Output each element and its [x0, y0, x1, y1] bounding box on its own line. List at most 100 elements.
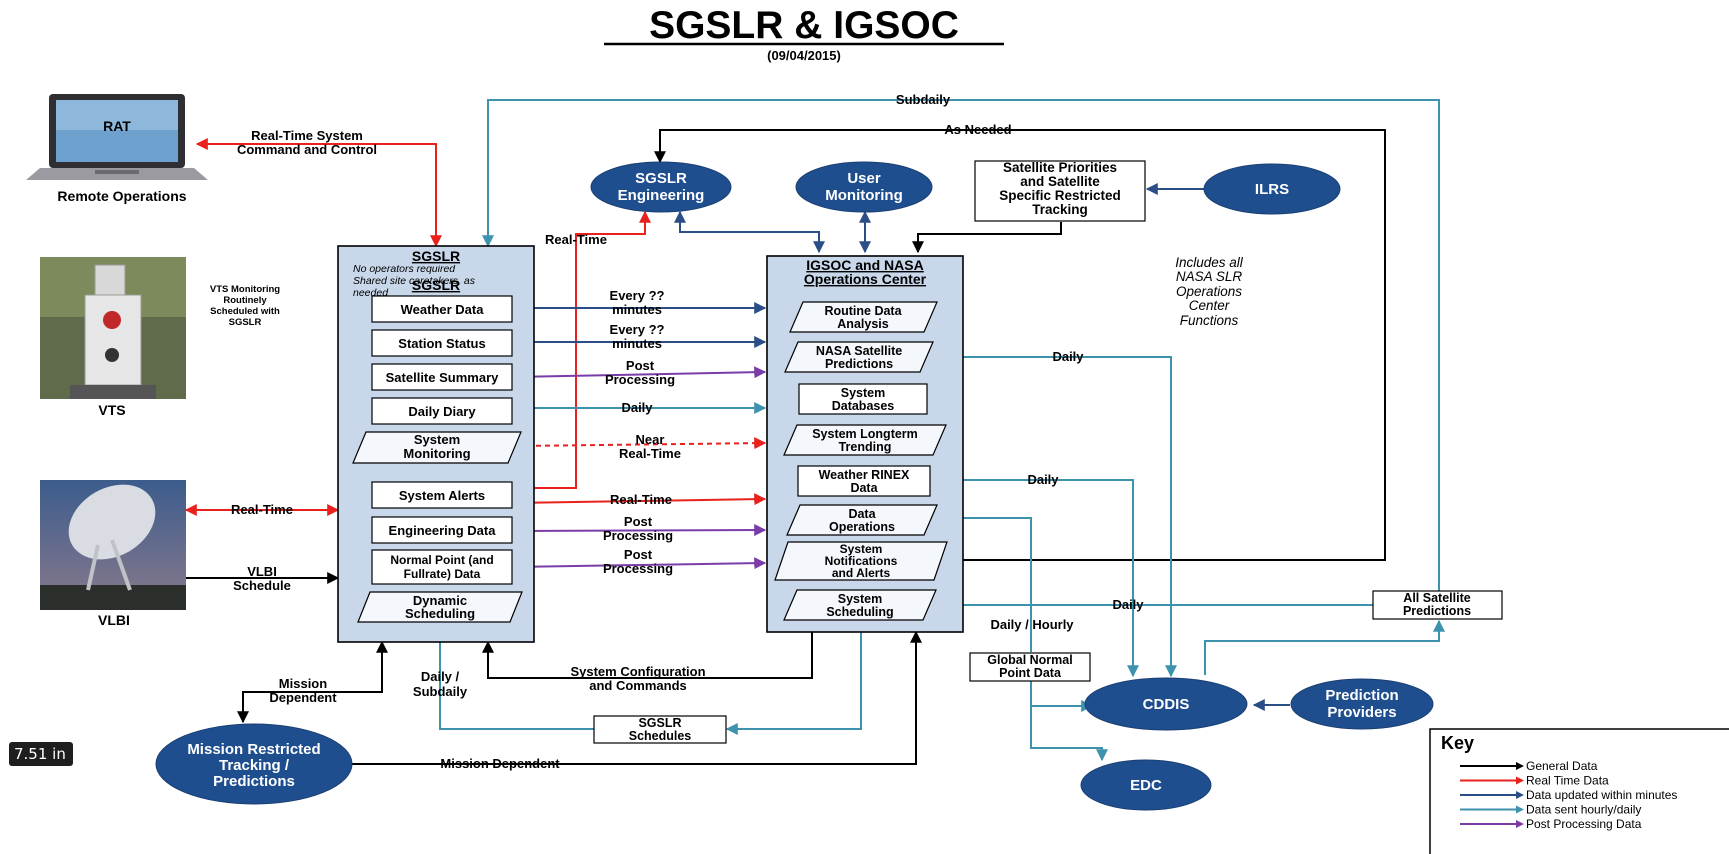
- svg-text:Predictions: Predictions: [213, 773, 295, 790]
- normalpoint-line: [513, 557, 767, 570]
- label-post-1b: Processing: [605, 372, 675, 387]
- as-needed-line: [654, 129, 1386, 561]
- label-vlbi-sched-b: Schedule: [233, 578, 291, 593]
- igsoc-system-databases: System Databases: [798, 383, 928, 415]
- label-post-1a: Post: [626, 358, 655, 373]
- global-normal-point-box: Global Normal Point Data: [969, 652, 1091, 682]
- vts-note-4: SGSLR: [229, 317, 262, 328]
- rt-command-line: [195, 138, 442, 248]
- key-swatch-arrow: [1516, 820, 1524, 828]
- vts-image: [40, 257, 186, 399]
- priorities-igsoc-line: [912, 222, 1062, 254]
- igsoc-title-1: IGSOC and NASA: [806, 257, 923, 273]
- svg-text:Trending: Trending: [839, 440, 892, 454]
- sgslr-engineering-data: Engineering Data: [371, 516, 513, 544]
- engdata-line: [513, 524, 767, 537]
- gnp-edc-line: [1030, 706, 1108, 762]
- label-mission-dep-a: Mission: [279, 676, 327, 691]
- sgslr-note-1: No operators required: [353, 263, 456, 275]
- svg-text:Data: Data: [848, 507, 876, 521]
- remote-operations-caption: Remote Operations: [57, 188, 186, 204]
- svg-text:Prediction: Prediction: [1325, 687, 1398, 704]
- svg-text:Scheduling: Scheduling: [826, 605, 893, 619]
- includes-note: Includes all NASA SLR Operations Center …: [1175, 255, 1244, 328]
- prediction-providers-ellipse: Prediction Providers: [1290, 678, 1434, 730]
- label-subdaily: Subdaily: [896, 92, 951, 107]
- sgslr-dynamic-scheduling: Dynamic Scheduling: [357, 591, 523, 623]
- user-monitoring-ellipse: User Monitoring: [795, 161, 933, 213]
- svg-text:Satellite Priorities: Satellite Priorities: [1003, 160, 1117, 175]
- svg-text:User: User: [847, 170, 881, 187]
- label-daily-rinex: Daily: [1027, 472, 1059, 487]
- gnp-cddis-line: [1030, 680, 1094, 712]
- svg-text:System: System: [841, 386, 885, 400]
- page-title: SGSLR & IGSOC: [649, 4, 959, 47]
- svg-text:and Satellite: and Satellite: [1020, 174, 1100, 189]
- sgslr-panel-header: SGSLR: [412, 248, 460, 264]
- label-daily-pred: Daily: [1052, 349, 1084, 364]
- label-every-1b: minutes: [612, 302, 662, 317]
- svg-text:Global Normal: Global Normal: [987, 653, 1072, 667]
- svg-text:Monitoring: Monitoring: [403, 446, 470, 461]
- schedules-dynamic-line: [434, 620, 594, 730]
- svg-text:Daily Diary: Daily Diary: [408, 404, 476, 419]
- label-mission-dep-b: Dependent: [269, 690, 337, 705]
- svg-text:Operations: Operations: [1176, 284, 1242, 299]
- svg-text:Monitoring: Monitoring: [825, 187, 902, 204]
- mission-sgslr-line: [237, 640, 388, 724]
- key-item-label: Post Processing Data: [1526, 817, 1642, 831]
- label-near-rt-a: Near: [636, 432, 665, 447]
- svg-text:Engineering: Engineering: [618, 187, 705, 204]
- key-item-label: Data updated within minutes: [1526, 788, 1677, 802]
- svg-text:System: System: [840, 542, 883, 556]
- svg-text:EDC: EDC: [1130, 777, 1162, 794]
- igsoc-notifications: System Notifications and Alerts: [774, 541, 948, 581]
- sgslr-satellite-summary: Satellite Summary: [371, 363, 513, 391]
- svg-text:Data: Data: [850, 481, 878, 495]
- sgslr-system-monitoring: System Monitoring: [352, 431, 522, 464]
- svg-text:Providers: Providers: [1327, 704, 1396, 721]
- sgslr-normal-point: Normal Point (and Fullrate) Data: [371, 549, 513, 585]
- sgslr-system-alerts: System Alerts: [371, 481, 513, 509]
- svg-text:Tracking /: Tracking /: [219, 757, 290, 774]
- zoom-indicator[interactable]: 7.51 in: [9, 742, 73, 766]
- label-daily-sched: Daily: [1112, 597, 1144, 612]
- vts-note-2: Routinely: [223, 295, 267, 306]
- key-item-label: Real Time Data: [1526, 774, 1609, 788]
- key-swatch-arrow: [1516, 805, 1524, 814]
- vts-caption: VTS: [98, 402, 125, 418]
- sched-schedules-line: [725, 620, 862, 735]
- label-rt-command-2: Command and Control: [237, 142, 377, 157]
- key-title: Key: [1441, 733, 1474, 753]
- label-config-a: System Configuration: [570, 664, 705, 679]
- igsoc-longterm-trending: System Longterm Trending: [783, 424, 947, 456]
- sgslr-weather-data: Weather Data: [371, 295, 513, 323]
- laptop-image: RAT: [26, 94, 208, 180]
- pred-cddis-line: [930, 356, 1177, 678]
- sgslr-engineering-ellipse: SGSLR Engineering: [590, 161, 732, 213]
- key-item-label: Data sent hourly/daily: [1526, 803, 1641, 817]
- svg-text:Analysis: Analysis: [837, 317, 888, 331]
- all-satellite-predictions-box: All Satellite Predictions: [1372, 590, 1503, 620]
- svg-text:and Alerts: and Alerts: [832, 566, 891, 580]
- svg-text:System: System: [414, 432, 460, 447]
- label-rt-eng: Real-Time: [545, 232, 607, 247]
- svg-text:Point Data: Point Data: [999, 666, 1062, 680]
- svg-text:NASA SLR: NASA SLR: [1176, 269, 1243, 284]
- label-every-2b: minutes: [612, 336, 662, 351]
- key-swatch-arrow: [1516, 791, 1524, 799]
- label-as-needed: As Needed: [944, 122, 1011, 137]
- label-daily-diary: Daily: [621, 400, 653, 415]
- mission-restricted-ellipse: Mission Restricted Tracking / Prediction…: [155, 723, 353, 805]
- summary-line: [513, 366, 767, 379]
- label-daily-hourly: Daily / Hourly: [990, 617, 1074, 632]
- igsoc-system-scheduling: System Scheduling: [783, 589, 937, 621]
- rinex-cddis-line: [930, 479, 1139, 678]
- key-item-label: General Data: [1526, 759, 1598, 773]
- label-config-b: and Commands: [589, 678, 687, 693]
- svg-text:Routine Data: Routine Data: [824, 304, 902, 318]
- edc-ellipse: EDC: [1080, 759, 1212, 811]
- label-rt-vlbi: Real-Time: [231, 502, 293, 517]
- cddis-ellipse: CDDIS: [1084, 677, 1248, 731]
- label-post-2a: Post: [624, 514, 653, 529]
